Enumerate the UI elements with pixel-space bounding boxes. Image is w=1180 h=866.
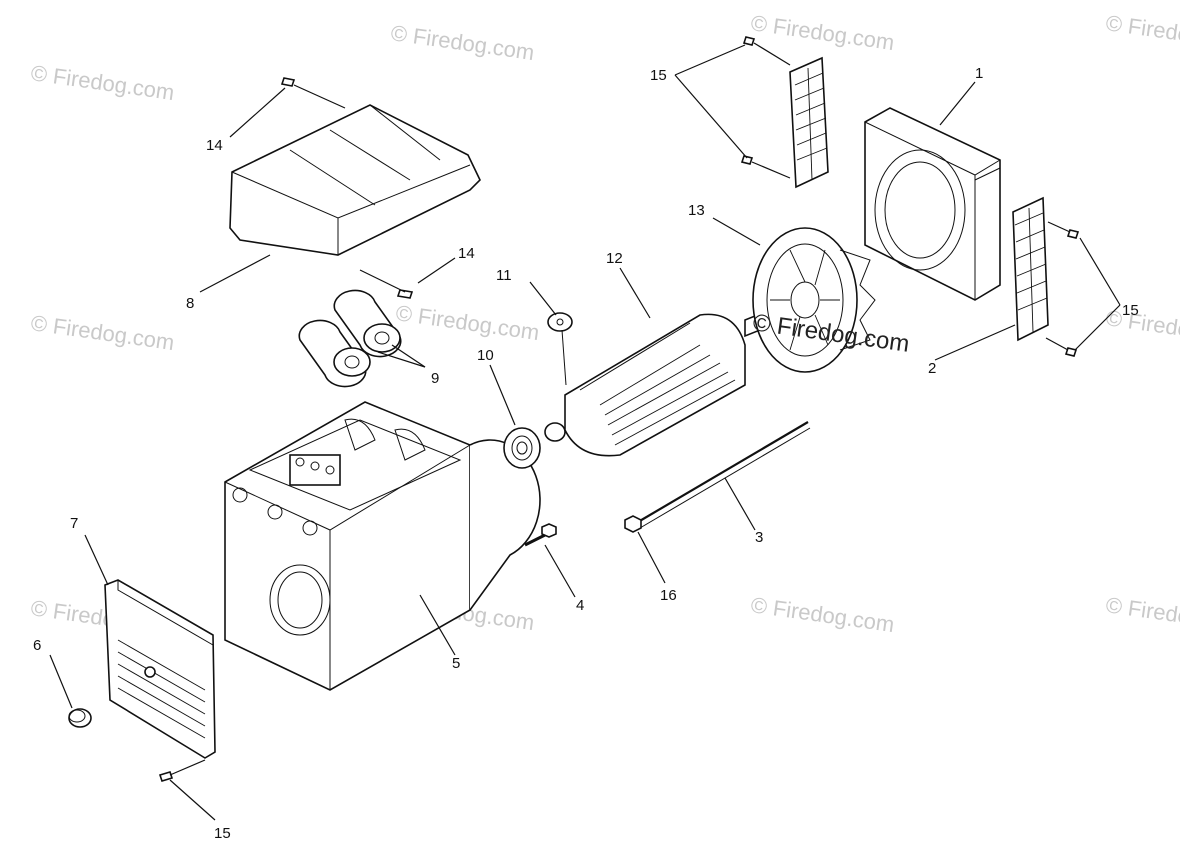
callout-16: 16 — [660, 587, 677, 604]
screw-icon — [158, 759, 206, 782]
part-capacitors — [298, 289, 402, 388]
watermark: © Firedog.com — [29, 60, 176, 105]
callout-3: 3 — [755, 529, 763, 546]
callout-6: 6 — [33, 637, 41, 654]
callout-10: 10 — [477, 347, 494, 364]
watermark: © Firedog.com — [389, 20, 536, 65]
part-fan — [752, 227, 876, 373]
part-rotor — [544, 311, 772, 457]
part-brush-holder — [547, 312, 573, 386]
callout-15-bottom: 15 — [214, 825, 231, 842]
watermark: © Firedog.com — [1104, 592, 1180, 637]
callout-15-top: 15 — [650, 67, 667, 84]
watermark: © Firedog.com — [394, 300, 541, 345]
callout-labels: 1 2 3 4 5 6 7 8 9 10 11 12 13 14 14 15 1… — [33, 65, 1139, 842]
part-stud — [524, 523, 557, 547]
watermark: © Firedog.com — [29, 310, 176, 355]
part-grille — [1012, 196, 1049, 342]
part-end-bell — [864, 107, 1001, 301]
callout-1: 1 — [975, 65, 983, 82]
watermark: © Firedog.com — [1104, 305, 1180, 350]
leader-lines — [49, 44, 1121, 821]
part-plug — [68, 708, 92, 728]
part-through-bolt — [637, 421, 811, 529]
callout-9: 9 — [431, 370, 439, 387]
callout-5: 5 — [452, 655, 460, 672]
callout-15-right: 15 — [1122, 302, 1139, 319]
screw-icon — [740, 36, 1080, 357]
part-grille — [789, 56, 829, 189]
callout-2: 2 — [928, 360, 936, 377]
part-bearing — [503, 427, 541, 469]
watermarks: © Firedog.com © Firedog.com © Firedog.co… — [29, 10, 1180, 640]
callout-14-top: 14 — [206, 137, 223, 154]
screw-icon — [280, 77, 414, 299]
callout-13: 13 — [688, 202, 705, 219]
part-nut — [624, 515, 642, 533]
part-end-cover — [104, 579, 216, 759]
watermark: © Firedog.com — [1104, 10, 1180, 55]
callout-4: 4 — [576, 597, 584, 614]
callout-7: 7 — [70, 515, 78, 532]
callout-8: 8 — [186, 295, 194, 312]
watermark: © Firedog.com — [749, 10, 896, 55]
callout-14-mid: 14 — [458, 245, 475, 262]
watermark: © Firedog.com — [749, 592, 896, 637]
callout-12: 12 — [606, 250, 623, 267]
part-top-cover — [229, 104, 481, 256]
part-stator-housing — [224, 401, 541, 691]
callout-11: 11 — [496, 267, 512, 284]
